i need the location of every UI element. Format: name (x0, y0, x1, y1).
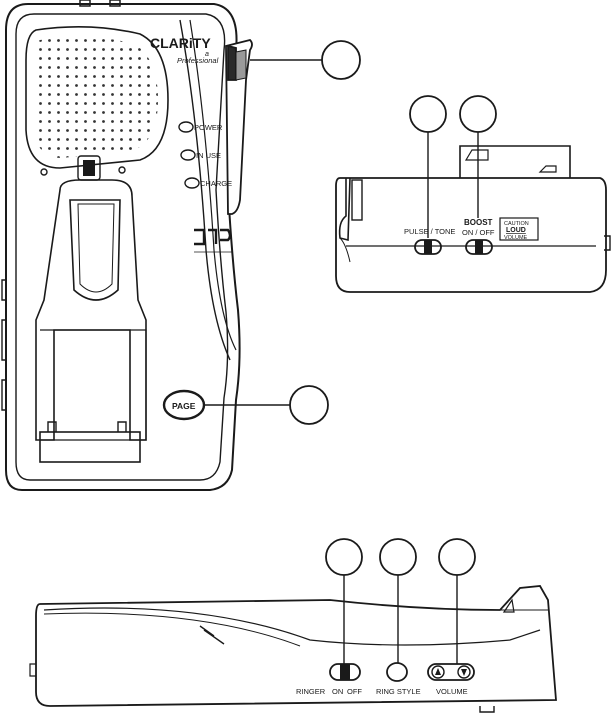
handset-cradle (36, 180, 146, 440)
callout-boost (460, 96, 496, 132)
power-label: POWER (194, 123, 223, 132)
ringer-title: RINGER (296, 687, 326, 696)
ringer-on: ON (332, 687, 343, 696)
power-led (179, 122, 193, 132)
callout-volume (439, 539, 475, 575)
volume-warning-text: VOLUME (504, 235, 528, 241)
side-view (30, 586, 556, 712)
callout-ring-style (380, 539, 416, 575)
charge-led (185, 178, 199, 188)
ring-style-label: RING STYLE (376, 687, 421, 696)
boost-states: ON / OFF (462, 228, 495, 237)
page-button-label: PAGE (172, 401, 196, 411)
callout-page (290, 386, 328, 424)
volume-label: VOLUME (436, 687, 468, 696)
pulse-tone-label: PULSE / TONE (404, 227, 455, 236)
boost-title: BOOST (464, 218, 493, 227)
charge-label: CHARGE (200, 179, 232, 188)
in-use-led (181, 150, 195, 160)
in-use-label: IN USE (196, 151, 221, 160)
callout-pulse-tone (410, 96, 446, 132)
callout-clip (322, 41, 360, 79)
volume-up-icon (435, 668, 441, 675)
ring-style-button (387, 663, 407, 681)
dcp-logo-icon (194, 230, 230, 244)
base-top-view (2, 0, 240, 490)
volume-down-icon (461, 669, 467, 676)
brand-name: CLARiTY (150, 35, 211, 51)
ringer-off: OFF (347, 687, 362, 696)
brand-line: Professional (177, 56, 219, 65)
loud-text: LOUD (506, 227, 526, 234)
callout-ringer (326, 539, 362, 575)
